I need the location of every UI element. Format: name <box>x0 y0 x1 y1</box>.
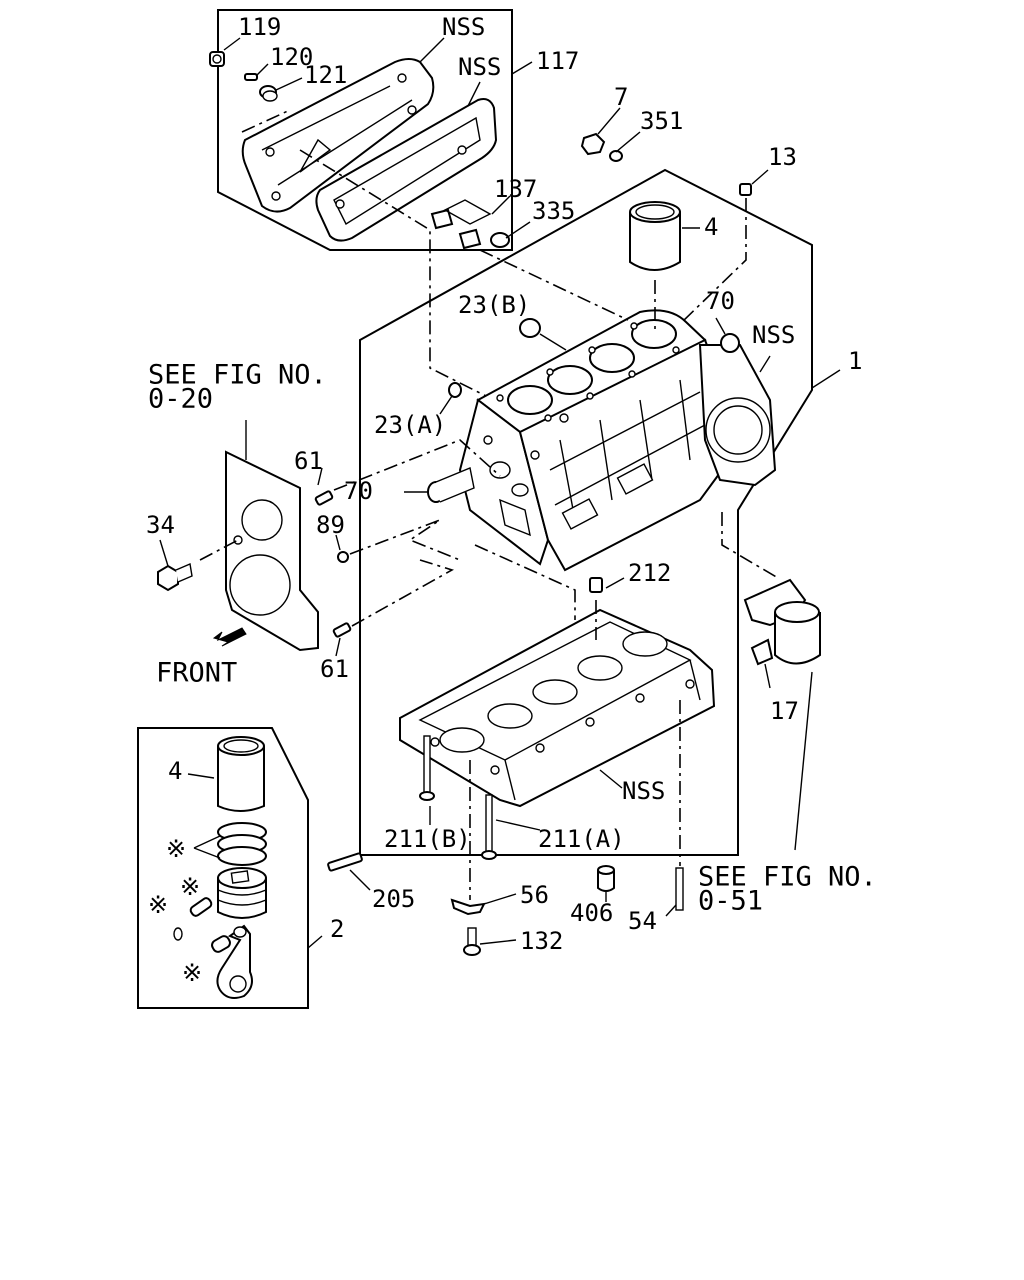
see-fig-right-line2: 0-51 <box>698 886 763 917</box>
callout-nss-cover: NSS <box>442 13 485 41</box>
bolt-7-icon <box>580 132 606 156</box>
plug-23b-icon <box>519 318 541 338</box>
callout-211b: 211(B) <box>384 825 471 853</box>
pin-120-icon <box>244 73 258 81</box>
callout-121: 121 <box>304 61 347 89</box>
bolt-119-icon <box>209 51 225 67</box>
callout-2: 2 <box>330 915 344 943</box>
dowel-61-bottom-icon <box>332 622 352 638</box>
bolt-132-icon <box>463 927 481 956</box>
piston-icon <box>217 867 267 919</box>
cover-inset <box>209 9 533 251</box>
callout-70-left: 70 <box>344 477 373 505</box>
front-arrow-icon <box>212 627 247 647</box>
piston-pin-icon <box>189 897 213 917</box>
callout-120: 120 <box>270 43 313 71</box>
callout-54: 54 <box>628 907 657 935</box>
bracket-56-icon <box>450 898 486 916</box>
cover-gasket <box>315 98 498 242</box>
front-cover-plate <box>225 450 319 652</box>
bolt-211a-icon <box>481 794 497 860</box>
cylinder-block-frame <box>359 168 813 856</box>
callout-56: 56 <box>520 881 549 909</box>
stud-205-icon <box>327 852 363 872</box>
callout-335: 335 <box>532 197 575 225</box>
callout-4-top: 4 <box>704 213 718 241</box>
callout-211a: 211(A) <box>538 825 625 853</box>
callout-70-right: 70 <box>706 287 735 315</box>
see-fig-left-line1: SEE FIG NO. <box>148 360 327 391</box>
pin-212-icon <box>589 577 603 593</box>
see-fig-left-line2: 0-20 <box>148 384 213 415</box>
stud-54-icon <box>675 867 684 911</box>
washer-351-icon <box>609 150 623 162</box>
callout-117: 117 <box>536 47 579 75</box>
callout-205: 205 <box>372 885 415 913</box>
cylinder-liner-4-icon <box>629 201 681 271</box>
callout-17: 17 <box>770 697 799 725</box>
asterisk-rod: ※ <box>182 959 202 987</box>
callout-89: 89 <box>316 511 345 539</box>
plug-13-icon <box>739 183 752 196</box>
callout-34: 34 <box>146 511 175 539</box>
callout-61-top: 61 <box>294 447 323 475</box>
seal-70-left-icon <box>427 467 475 503</box>
asterisk-clip: ※ <box>148 891 168 919</box>
callout-nss-block: NSS <box>752 321 795 349</box>
cylinder-block <box>458 309 777 572</box>
lower-crankcase <box>399 608 716 808</box>
side-cover-plate <box>241 58 435 213</box>
connecting-rod-icon <box>211 924 253 999</box>
callout-13: 13 <box>768 143 797 171</box>
plug-406-icon <box>597 865 615 892</box>
callout-1: 1 <box>848 347 862 375</box>
callout-nss-gasket: NSS <box>458 53 501 81</box>
asterisk-piston: ※ <box>180 873 200 901</box>
grommet-121-icon <box>259 85 278 102</box>
callout-212: 212 <box>628 559 671 587</box>
piston-liner-4-icon <box>217 736 265 812</box>
front-label: FRONT <box>156 658 237 689</box>
callout-23b: 23(B) <box>458 291 530 319</box>
dowel-61-top-icon <box>314 490 334 506</box>
oil-filter-assembly <box>743 578 821 689</box>
cover-inset-frame <box>217 9 513 251</box>
callout-7: 7 <box>614 83 628 111</box>
callout-nss-lower: NSS <box>622 777 665 805</box>
callout-351: 351 <box>640 107 683 135</box>
asterisk-rings: ※ <box>166 835 186 863</box>
callout-119: 119 <box>238 13 281 41</box>
bolt-34-icon <box>157 563 193 592</box>
callout-137: 137 <box>494 175 537 203</box>
plug-89-icon <box>337 551 349 563</box>
callout-132: 132 <box>520 927 563 955</box>
see-fig-right-line1: SEE FIG NO. <box>698 862 877 893</box>
seal-70-right-icon <box>720 333 740 353</box>
bolt-211b-icon <box>419 735 435 801</box>
callout-4-piston: 4 <box>168 757 182 785</box>
callout-61-bottom: 61 <box>320 655 349 683</box>
sensor-137-icon <box>430 208 510 250</box>
snap-ring-icon <box>173 927 183 941</box>
piston-inset-frame <box>137 727 309 1009</box>
callout-406: 406 <box>570 899 613 927</box>
plug-23a-icon <box>448 382 462 398</box>
piston-rings-icon <box>217 822 267 866</box>
callout-23a: 23(A) <box>374 411 446 439</box>
